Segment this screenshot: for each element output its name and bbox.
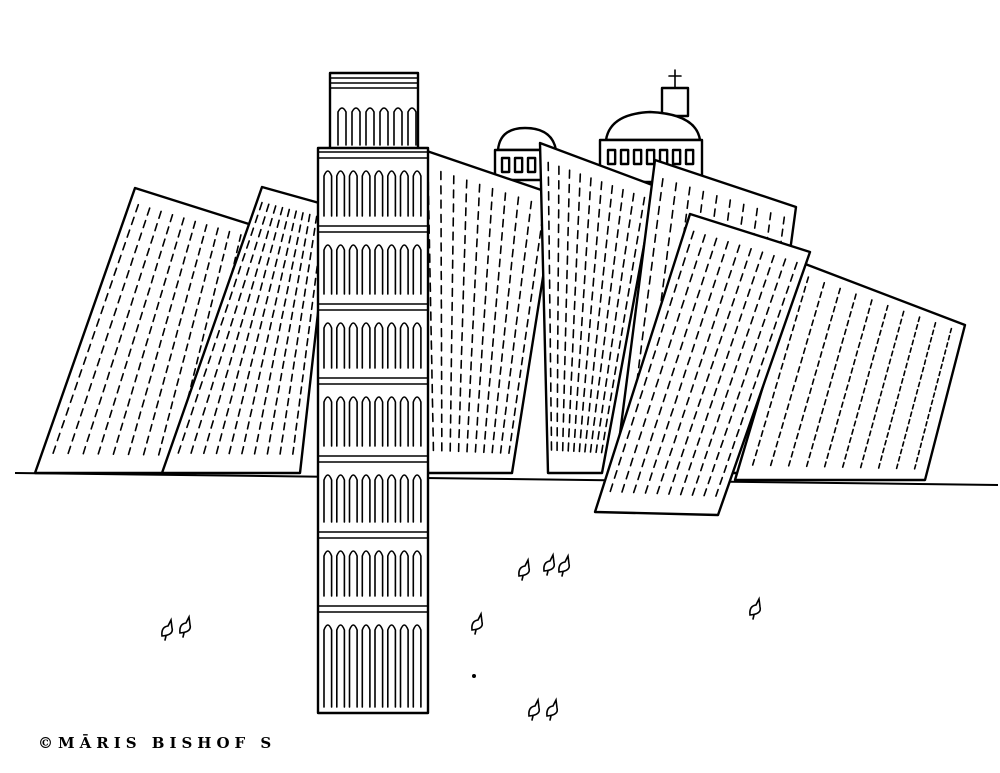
dome-window <box>632 148 643 166</box>
pigeon <box>528 697 541 721</box>
pigeons <box>161 552 762 721</box>
leaning-tower <box>316 71 430 715</box>
skyscraper <box>160 185 332 475</box>
ground-line <box>14 472 999 486</box>
pigeon <box>518 557 531 581</box>
dome-window <box>526 156 537 174</box>
arcade-storey <box>323 624 422 708</box>
arcade-storey <box>323 474 422 523</box>
skyscraper <box>733 260 967 482</box>
pigeon <box>179 614 192 638</box>
skyscraper <box>416 146 558 475</box>
dome-window <box>606 148 617 166</box>
dome-window <box>671 148 682 166</box>
skyscraper <box>538 141 657 475</box>
skyscraper <box>593 212 812 517</box>
cathedral-dome <box>598 69 704 184</box>
artist-signature: ©MĀRIS BISHOF S <box>38 734 277 752</box>
pigeon <box>749 596 762 620</box>
window-grid <box>751 276 953 470</box>
pigeon <box>543 552 556 576</box>
tilted-skyscrapers <box>33 141 967 517</box>
pigeon <box>546 697 559 721</box>
dome-window <box>513 156 524 174</box>
arcade-storey <box>323 396 422 447</box>
window-grid <box>177 201 325 455</box>
pigeon <box>471 611 484 635</box>
window-grid <box>52 203 242 457</box>
arcade-storey <box>323 550 422 597</box>
pigeon <box>558 553 571 577</box>
pigeon <box>161 617 174 641</box>
window-grid <box>547 161 646 454</box>
dome-window <box>619 148 630 166</box>
arcade-storey <box>323 244 422 295</box>
arcade-storey <box>323 170 422 217</box>
dot <box>472 674 476 678</box>
dome-window <box>684 148 695 166</box>
arcade-storey <box>323 322 422 369</box>
dome-window <box>645 148 656 166</box>
dome-window <box>500 156 511 174</box>
window-grid <box>609 230 798 497</box>
